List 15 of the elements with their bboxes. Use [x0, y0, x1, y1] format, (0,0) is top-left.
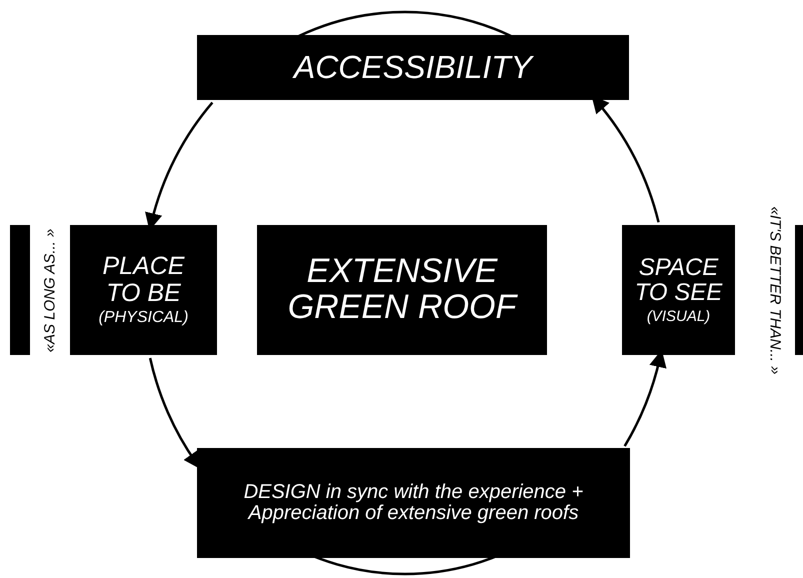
box-title: ACCESSIBILITY: [294, 50, 532, 84]
box-title: DESIGN in sync with the experience + Appreciation of extensive green roofs: [242, 482, 584, 524]
label-box: [622, 225, 735, 355]
box-title: SPACE TO SEE: [634, 254, 724, 306]
box-title: PLACE TO BE: [102, 253, 186, 306]
box-title: EXTENSIVE GREEN ROOF: [286, 254, 519, 326]
side-bar: [10, 225, 30, 355]
label-box: [197, 448, 630, 558]
label-box: [70, 225, 217, 355]
label-box: [257, 225, 547, 355]
box-subtitle: (VISUAL): [646, 309, 710, 326]
side-note: «AS LONG AS... »: [41, 228, 58, 352]
box-subtitle: (PHYSICAL): [98, 310, 188, 327]
label-box: [197, 35, 629, 100]
side-note: «IT'S BETTER THAN... »: [766, 206, 784, 374]
